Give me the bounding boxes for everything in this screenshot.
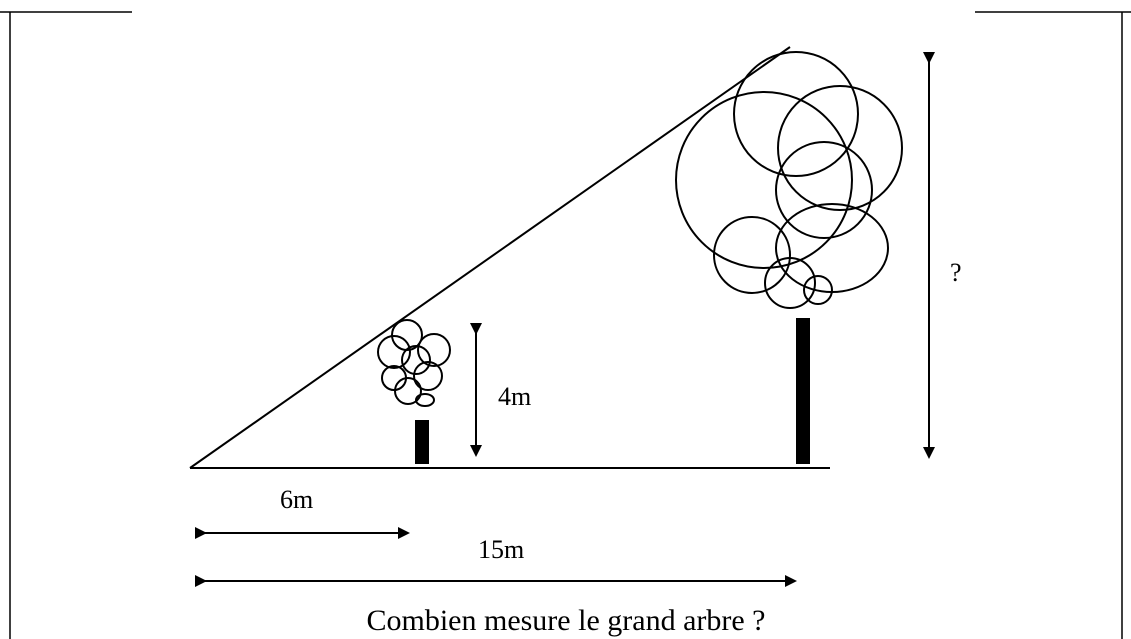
small-tree	[377, 319, 451, 464]
label-6m: 6m	[280, 485, 313, 514]
sight-line	[189, 46, 791, 469]
label-4m: 4m	[498, 382, 531, 411]
label-question-mark: ?	[950, 258, 962, 287]
big-tree	[675, 51, 903, 464]
small-tree-trunk	[415, 420, 429, 464]
label-15m: 15m	[478, 535, 524, 564]
frame	[0, 11, 1131, 639]
big-tree-trunk	[796, 318, 810, 464]
question-text: Combien mesure le grand arbre ?	[366, 604, 765, 637]
